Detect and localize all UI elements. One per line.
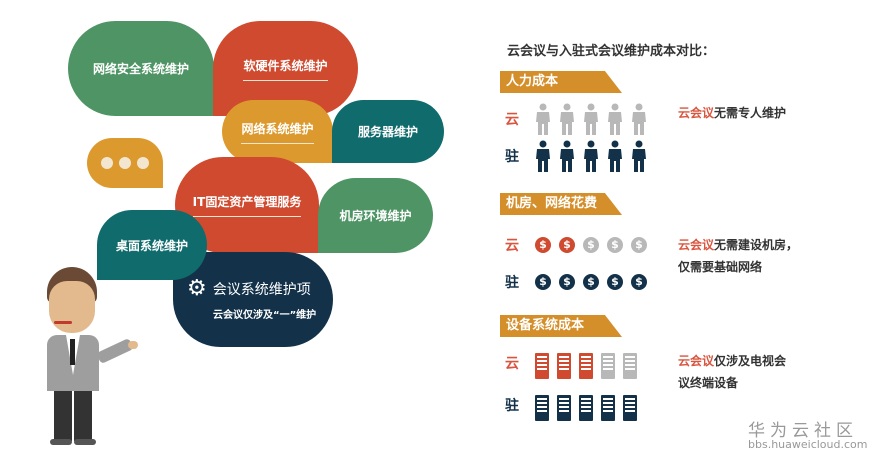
dollar-icon: $ xyxy=(607,237,623,253)
section-banner: 人力成本 xyxy=(500,71,622,93)
bubble-label: IT固定资产管理服务 xyxy=(192,193,302,217)
server-icon xyxy=(579,353,593,379)
dollar-icon: $ xyxy=(583,274,599,290)
onprem-icon-row xyxy=(535,395,637,421)
desc-highlight: 云会议 xyxy=(678,354,715,368)
person-icon xyxy=(607,140,623,176)
dollar-icon: $ xyxy=(535,274,551,290)
section-description: 云会议无需建设机房， 仅需要基础网络 xyxy=(678,234,798,278)
person-icon xyxy=(559,140,575,176)
dollar-icon: $ xyxy=(559,237,575,253)
onprem-row-label: 驻 xyxy=(505,149,519,165)
desc-text: 无需建设机房， xyxy=(714,238,799,252)
bubble-label: 桌面系统维护 xyxy=(115,238,188,253)
bubble-desktop: 桌面系统维护 xyxy=(97,210,207,280)
server-icon xyxy=(535,395,549,421)
dot-icon xyxy=(119,157,131,169)
watermark-url: bbs.huaweicloud.com xyxy=(748,438,868,451)
dollar-icon: $ xyxy=(583,237,599,253)
bubble-label: 网络系统维护 xyxy=(241,120,314,144)
section-banner: 设备系统成本 xyxy=(500,315,622,337)
person-icon xyxy=(559,103,575,139)
desc-highlight: 云会议 xyxy=(678,106,715,120)
section-banner: 机房、网络花费 xyxy=(500,193,622,215)
conf-subtitle: 云会议仅涉及“一”维护 xyxy=(213,310,317,321)
bubble-label: 软硬件系统维护 xyxy=(243,57,328,81)
onprem-row-label: 驻 xyxy=(505,398,519,414)
desc-text-line2: 议终端设备 xyxy=(678,376,739,390)
dollar-icon: $ xyxy=(559,274,575,290)
person-icon xyxy=(583,140,599,176)
person-icon xyxy=(607,103,623,139)
server-icon xyxy=(557,395,571,421)
server-icon xyxy=(557,353,571,379)
server-icon xyxy=(623,353,637,379)
bubble-label: 机房环境维护 xyxy=(339,209,412,223)
section-description: 云会议仅涉及电视会议终端设备 xyxy=(678,350,786,394)
watermark-name: 华为云社区 xyxy=(748,421,858,441)
comparison-title: 云会议与入驻式会议维护成本对比： xyxy=(507,44,716,59)
bubble-conference: ⚙ 会议系统维护项 云会议仅涉及“一”维护 xyxy=(173,252,333,347)
bubble-label: 服务器维护 xyxy=(357,125,418,139)
person-icon xyxy=(631,103,647,139)
person-icon xyxy=(535,140,551,176)
dot-icon xyxy=(101,157,113,169)
onprem-icon-row xyxy=(535,140,647,176)
server-icon xyxy=(579,395,593,421)
person-icon xyxy=(631,140,647,176)
server-icon xyxy=(535,353,549,379)
server-icon xyxy=(623,395,637,421)
person-illustration xyxy=(40,265,140,450)
desc-text: 仅涉及电视会 xyxy=(714,354,787,368)
cloud-icon-row xyxy=(535,353,637,379)
onprem-icon-row: $ $ $ $ $ xyxy=(535,274,647,290)
person-icon xyxy=(535,103,551,139)
desc-text-line2: 仅需要基础网络 xyxy=(678,260,763,274)
desc-highlight: 云会议 xyxy=(678,238,715,252)
conf-title: 会议系统维护项 xyxy=(212,282,311,298)
dollar-icon: $ xyxy=(631,237,647,253)
dollar-icon: $ xyxy=(535,237,551,253)
cloud-row-label: 云 xyxy=(505,238,519,254)
cloud-row-label: 云 xyxy=(505,356,519,372)
cloud-icon-row: $ $ $ $ $ xyxy=(535,237,647,253)
bubble-room-env: 机房环境维护 xyxy=(318,178,433,253)
person-icon xyxy=(583,103,599,139)
bubble-network: 网络系统维护 xyxy=(222,100,333,163)
desc-text: 无需专人维护 xyxy=(714,106,787,120)
server-icon xyxy=(601,353,615,379)
dollar-icon: $ xyxy=(631,274,647,290)
bubble-label: 网络安全系统维护 xyxy=(92,62,189,76)
bubble-server: 服务器维护 xyxy=(332,100,444,163)
section-description: 云会议无需专人维护 xyxy=(678,102,786,124)
dot-icon xyxy=(137,157,149,169)
dollar-icon: $ xyxy=(607,274,623,290)
cloud-row-label: 云 xyxy=(505,112,519,128)
bubble-network-security: 网络安全系统维护 xyxy=(68,21,214,116)
onprem-row-label: 驻 xyxy=(505,275,519,291)
cloud-icon-row xyxy=(535,103,647,139)
bubble-more xyxy=(87,138,163,188)
server-icon xyxy=(601,395,615,421)
gear-icon: ⚙ xyxy=(187,276,207,301)
